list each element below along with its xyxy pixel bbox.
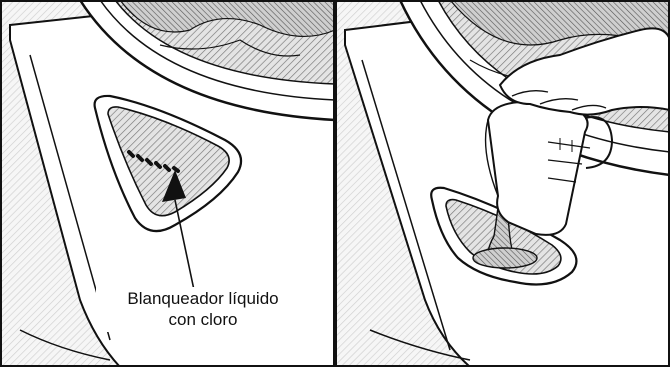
panel-pour-bleach	[337, 0, 670, 367]
panel-dispenser-location	[0, 0, 335, 367]
callout-line-2: con cloro	[168, 310, 238, 329]
hand	[498, 27, 670, 116]
callout-label: Blanqueador líquido con cloro	[96, 287, 310, 332]
max-fill-mark	[127, 150, 180, 173]
pointer-arrow	[162, 170, 195, 291]
dispenser-cup	[107, 106, 230, 217]
measuring-cup	[484, 100, 614, 236]
callout-line-1: Blanqueador líquido	[127, 289, 279, 308]
panel-divider	[333, 0, 337, 367]
